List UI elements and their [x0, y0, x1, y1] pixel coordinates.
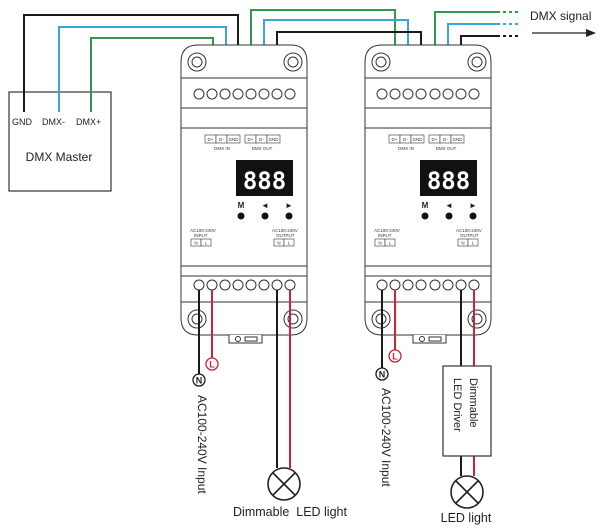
lamp-icon: [450, 475, 484, 509]
dmx-port-labels: D+ D- GND D+ D- GND DMX IN DMX OUT: [388, 134, 465, 151]
right-ac-input-wires: [381, 290, 396, 368]
dmx-out-label: DMX OUT: [436, 146, 457, 151]
svg-text:D+: D+: [248, 137, 254, 142]
master-pin-dmx-minus: DMX-: [42, 117, 65, 127]
segment-display: [420, 160, 477, 196]
svg-text:N: N: [196, 376, 203, 386]
master-pin-gnd: GND: [12, 117, 33, 127]
svg-text:D-: D-: [443, 137, 448, 142]
dmx-decoder-2: D+ D- GND D+ D- GND DMX IN DMX OUT 888 M…: [364, 44, 492, 344]
svg-text:AC100-240V: AC100-240V: [374, 228, 400, 233]
left-live-terminal: L: [205, 357, 219, 371]
svg-text:L: L: [288, 241, 291, 246]
driver-line-1: Dimmable: [467, 378, 479, 428]
led-driver-box: Dimmable LED Driver: [442, 365, 492, 457]
right-button-label: ►: [469, 201, 477, 210]
right-driver-wires: [460, 290, 475, 476]
svg-text:D-: D-: [259, 137, 264, 142]
svg-text:GND: GND: [453, 137, 464, 142]
display-digits: 888: [243, 167, 286, 195]
segment-display: [236, 160, 293, 196]
left-button[interactable]: [261, 212, 269, 220]
led-light-label: LED light: [441, 511, 492, 525]
dmx-in-label: DMX IN: [214, 146, 230, 151]
left-lamp-wires: [276, 290, 291, 468]
svg-text:OUTPUT: OUTPUT: [276, 233, 295, 238]
left-ac-input-label: AC100-240V Input: [195, 395, 209, 494]
top-terminal-row: [376, 88, 480, 100]
dmx-decoder-1: D+ D- GND D+ D- GND DMX IN DMX OUT 888 M…: [180, 44, 308, 344]
svg-text:INPUT: INPUT: [194, 233, 208, 238]
right-live-terminal: L: [388, 349, 402, 363]
master-pin-dmx-plus: DMX+: [76, 117, 101, 127]
left-button-label: ◄: [261, 201, 269, 210]
svg-text:D+: D+: [392, 137, 398, 142]
mode-button-label: M: [238, 201, 245, 210]
svg-text:L: L: [209, 360, 215, 370]
mode-button[interactable]: [237, 212, 245, 220]
svg-text:L: L: [389, 241, 392, 246]
svg-text:N: N: [461, 241, 464, 246]
left-ac-input-wires: [198, 290, 213, 374]
right-ac-input-label: AC100-240V Input: [379, 388, 393, 487]
left-neutral-terminal: N: [192, 373, 206, 387]
right-button[interactable]: [285, 212, 293, 220]
svg-text:OUTPUT: OUTPUT: [460, 233, 479, 238]
svg-text:INPUT: INPUT: [378, 233, 392, 238]
dmx-port-labels: D+ D- GND D+ D- GND DMX IN DMX OUT: [204, 134, 281, 151]
master-title: DMX Master: [26, 150, 93, 164]
right-neutral-terminal: N: [375, 367, 389, 381]
svg-text:D-: D-: [219, 137, 224, 142]
driver-line-2: LED Driver: [451, 378, 463, 432]
dmx-signal-arrow: [532, 29, 596, 37]
svg-text:N: N: [378, 241, 381, 246]
mode-button[interactable]: [421, 212, 429, 220]
svg-text:N: N: [379, 370, 386, 380]
svg-text:GND: GND: [229, 137, 240, 142]
dmx-in-label: DMX IN: [398, 146, 414, 151]
svg-text:D+: D+: [432, 137, 438, 142]
svg-text:AC100-240V: AC100-240V: [190, 228, 216, 233]
svg-text:N: N: [277, 241, 280, 246]
svg-text:L: L: [205, 241, 208, 246]
dmx-out-label: DMX OUT: [252, 146, 273, 151]
svg-text:L: L: [472, 241, 475, 246]
svg-text:GND: GND: [413, 137, 424, 142]
display-digits: 888: [427, 167, 470, 195]
bottom-terminal-row: [193, 279, 296, 291]
svg-text:D-: D-: [403, 137, 408, 142]
svg-text:AC100-240V: AC100-240V: [272, 228, 298, 233]
dmx-signal-label: DMX signal: [530, 9, 591, 23]
left-button[interactable]: [445, 212, 453, 220]
svg-text:L: L: [392, 352, 398, 362]
left-button-label: ◄: [445, 201, 453, 210]
right-button[interactable]: [469, 212, 477, 220]
lamp-icon: [267, 467, 301, 501]
svg-text:D+: D+: [208, 137, 214, 142]
right-button-label: ►: [285, 201, 293, 210]
svg-text:GND: GND: [269, 137, 280, 142]
dimmable-led-light-label: Dimmable LED light: [233, 505, 347, 519]
mode-button-label: M: [422, 201, 429, 210]
svg-text:AC100-240V: AC100-240V: [456, 228, 482, 233]
svg-text:N: N: [194, 241, 197, 246]
top-terminal-row: [193, 88, 296, 100]
